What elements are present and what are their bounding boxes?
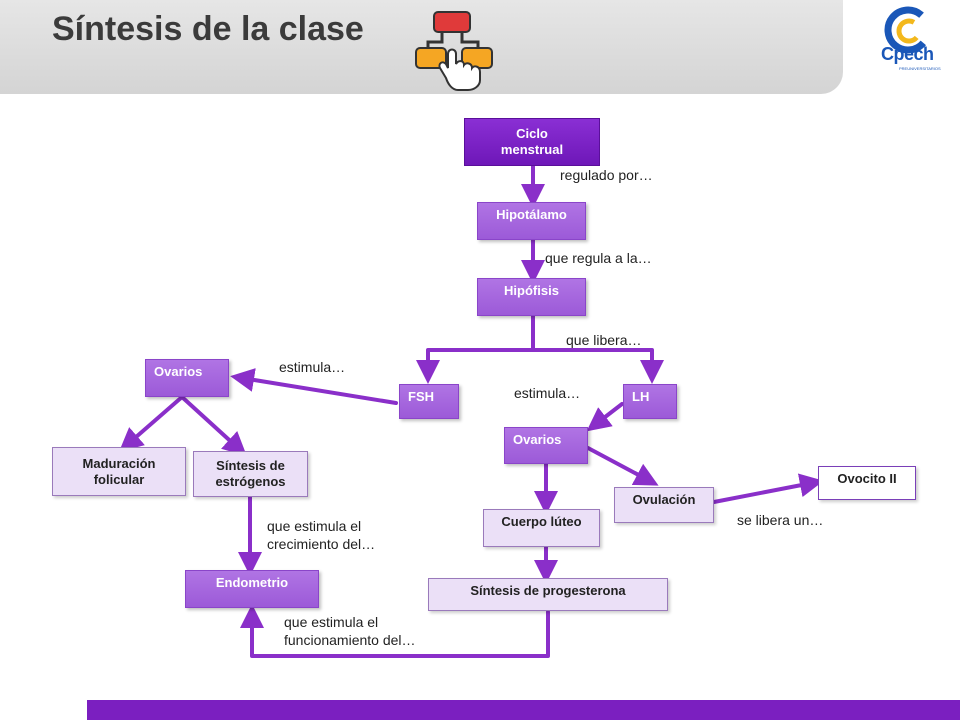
label-que-estimula-funcionamiento: que estimula el funcionamiento del…	[284, 613, 416, 649]
label-crecimiento-line2: crecimiento del…	[267, 536, 376, 553]
label-que-estimula-crecimiento: que estimula el crecimiento del…	[267, 517, 375, 553]
footer-bar	[87, 700, 960, 720]
node-maduracion-folicular: Maduración folicular	[52, 447, 186, 496]
logo-text: Cpech	[881, 44, 934, 64]
node-endometrio: Endometrio	[185, 570, 319, 608]
node-ovulacion-label: Ovulación	[632, 492, 696, 507]
node-ovarios-left-label: Ovarios	[154, 364, 203, 379]
arrow-ovarios-estrogenos	[180, 395, 247, 457]
node-maduracion-line2: folicular	[93, 471, 145, 487]
node-hipofisis-label: Hipófisis	[504, 283, 559, 298]
node-ovarios-center-label: Ovarios	[513, 432, 562, 447]
label-regulado-por: regulado por…	[560, 167, 653, 183]
node-ovarios-center: Ovarios	[504, 427, 588, 464]
node-fsh: FSH	[399, 384, 459, 419]
node-ovulacion: Ovulación	[614, 487, 714, 523]
node-sintesis-estrogenos: Síntesis de estrógenos	[193, 451, 308, 497]
node-estrogenos-line2: estrógenos	[215, 474, 286, 489]
node-lh: LH	[623, 384, 677, 419]
node-cuerpo-luteo-label: Cuerpo lúteo	[501, 514, 582, 529]
node-lh-label: LH	[632, 389, 650, 404]
node-endometrio-label: Endometrio	[215, 575, 289, 590]
arrow-ovulacion-ovocito	[712, 473, 824, 504]
label-que-regula: que regula a la…	[545, 250, 652, 266]
label-funcionamiento-line1: que estimula el	[284, 614, 379, 630]
arrow-ovarios-ovulacion	[586, 446, 659, 486]
node-ciclo-menstrual: Ciclo menstrual	[464, 118, 600, 166]
arrow-fsh-ovarios	[230, 368, 398, 405]
arrow-progesterona-endometrio	[240, 604, 550, 658]
logo-subtext: PREUNIVERSITARIOS	[899, 66, 941, 71]
label-funcionamiento-line2: funcionamiento del…	[284, 632, 416, 649]
node-estrogenos-line1: Síntesis de	[216, 458, 285, 474]
label-crecimiento-line1: que estimula el	[267, 518, 362, 534]
node-hipotalamo-label: Hipotálamo	[496, 207, 567, 222]
node-ovarios-left: Ovarios	[145, 359, 229, 397]
label-se-libera: se libera un…	[737, 512, 824, 528]
label-estimula-1: estimula…	[279, 359, 346, 375]
page-title: Síntesis de la clase	[52, 10, 364, 48]
flowchart-click-icon	[415, 11, 493, 91]
arrow-hipofisis-lh	[531, 348, 664, 384]
node-hipotalamo: Hipotálamo	[477, 202, 586, 240]
node-sintesis-progesterona: Síntesis de progesterona	[428, 578, 668, 611]
arrow-hipofisis-fsh	[416, 314, 535, 384]
node-ovocito-label: Ovocito II	[837, 471, 897, 486]
node-hipofisis: Hipófisis	[477, 278, 586, 316]
node-progesterona-label: Síntesis de progesterona	[470, 583, 626, 598]
label-que-libera: que libera…	[566, 332, 642, 348]
node-ciclo-line1: Ciclo	[516, 126, 548, 142]
node-maduracion-line1: Maduración	[82, 455, 156, 471]
label-estimula-2: estimula…	[514, 385, 581, 401]
node-ciclo-line2: menstrual	[500, 142, 564, 157]
node-ovocito: Ovocito II	[818, 466, 916, 500]
cpech-logo-icon	[884, 6, 932, 54]
arrow-lh-ovarios	[586, 402, 624, 432]
node-cuerpo-luteo: Cuerpo lúteo	[483, 509, 600, 547]
arrow-ovarios-maduracion	[118, 395, 184, 452]
node-fsh-label: FSH	[408, 389, 434, 404]
